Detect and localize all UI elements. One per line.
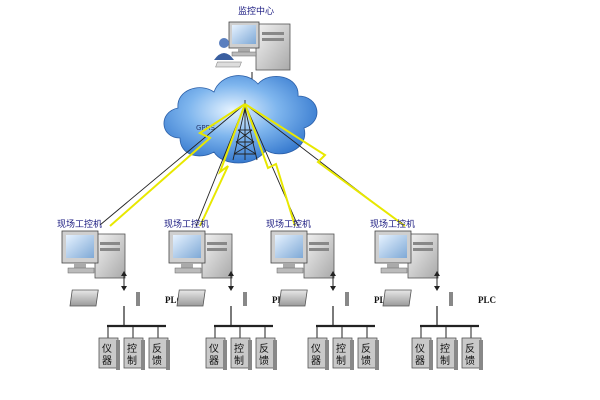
feedback-box: 反馈 — [148, 326, 170, 370]
svg-text:馈: 馈 — [152, 354, 162, 367]
svg-text:器: 器 — [209, 355, 219, 367]
svg-text:仪: 仪 — [415, 343, 425, 355]
svg-text:制: 制 — [440, 354, 450, 367]
user-icon — [214, 38, 234, 60]
svg-text:器: 器 — [311, 355, 321, 367]
station-label: 现场工控机 — [164, 218, 209, 230]
svg-text:制: 制 — [336, 354, 346, 367]
station-label: 现场工控机 — [266, 218, 311, 230]
svg-text:馈: 馈 — [361, 354, 371, 367]
control-box: 控制 — [230, 326, 252, 370]
svg-text:反: 反 — [361, 343, 371, 355]
station-computer-icon — [168, 230, 233, 279]
plc-icon — [382, 289, 453, 307]
gprs-label: GPRS — [196, 124, 216, 132]
svg-text:仪: 仪 — [311, 343, 321, 355]
wireless-links — [99, 103, 406, 227]
svg-text:反: 反 — [259, 343, 269, 355]
svg-text:馈: 馈 — [465, 354, 475, 367]
plc-label: PLC — [374, 295, 392, 305]
svg-text:控: 控 — [336, 342, 346, 355]
station-label: 现场工控机 — [370, 218, 415, 230]
instrument-box: 仪器 — [98, 326, 120, 370]
instrument-box: 仪器 — [411, 326, 433, 370]
svg-text:制: 制 — [127, 354, 137, 367]
station-label: 现场工控机 — [57, 218, 102, 230]
station-computer-icon — [374, 230, 439, 279]
station-group: 现场工控机PLC仪器控制反馈现场工控机PLC仪器控制反馈现场工控机PLC仪器控制… — [57, 218, 496, 370]
station-computer-icon — [270, 230, 335, 279]
svg-text:制: 制 — [234, 354, 244, 367]
plc-icon — [176, 289, 247, 307]
monitoring-center-label: 监控中心 — [238, 5, 274, 17]
instrument-box: 仪器 — [307, 326, 329, 370]
instrument-box: 仪器 — [205, 326, 227, 370]
lightning-icon — [244, 103, 296, 227]
lightning-icon — [244, 103, 406, 227]
monitoring-center-computer-icon — [215, 21, 291, 71]
station-computer-icon — [61, 230, 126, 279]
control-box: 控制 — [123, 326, 145, 370]
lightning-icon — [109, 103, 246, 227]
plc-icon — [69, 289, 140, 307]
control-box: 控制 — [332, 326, 354, 370]
svg-text:仪: 仪 — [209, 343, 219, 355]
svg-text:馈: 馈 — [259, 354, 269, 367]
svg-text:控: 控 — [127, 342, 137, 355]
plc-icon — [278, 289, 349, 307]
svg-text:反: 反 — [152, 343, 162, 355]
plc-label: PLC — [165, 295, 183, 305]
plc-label: PLC — [478, 295, 496, 305]
tower-icon — [232, 100, 258, 161]
svg-text:器: 器 — [415, 355, 425, 367]
svg-text:控: 控 — [234, 342, 244, 355]
feedback-box: 反馈 — [357, 326, 379, 370]
cloud-icon — [163, 75, 318, 164]
svg-text:控: 控 — [440, 342, 450, 355]
lightning-icon — [199, 103, 246, 227]
svg-text:反: 反 — [465, 343, 475, 355]
control-box: 控制 — [436, 326, 458, 370]
feedback-box: 反馈 — [461, 326, 483, 370]
feedback-box: 反馈 — [255, 326, 277, 370]
svg-text:器: 器 — [102, 355, 112, 367]
svg-text:仪: 仪 — [102, 343, 112, 355]
